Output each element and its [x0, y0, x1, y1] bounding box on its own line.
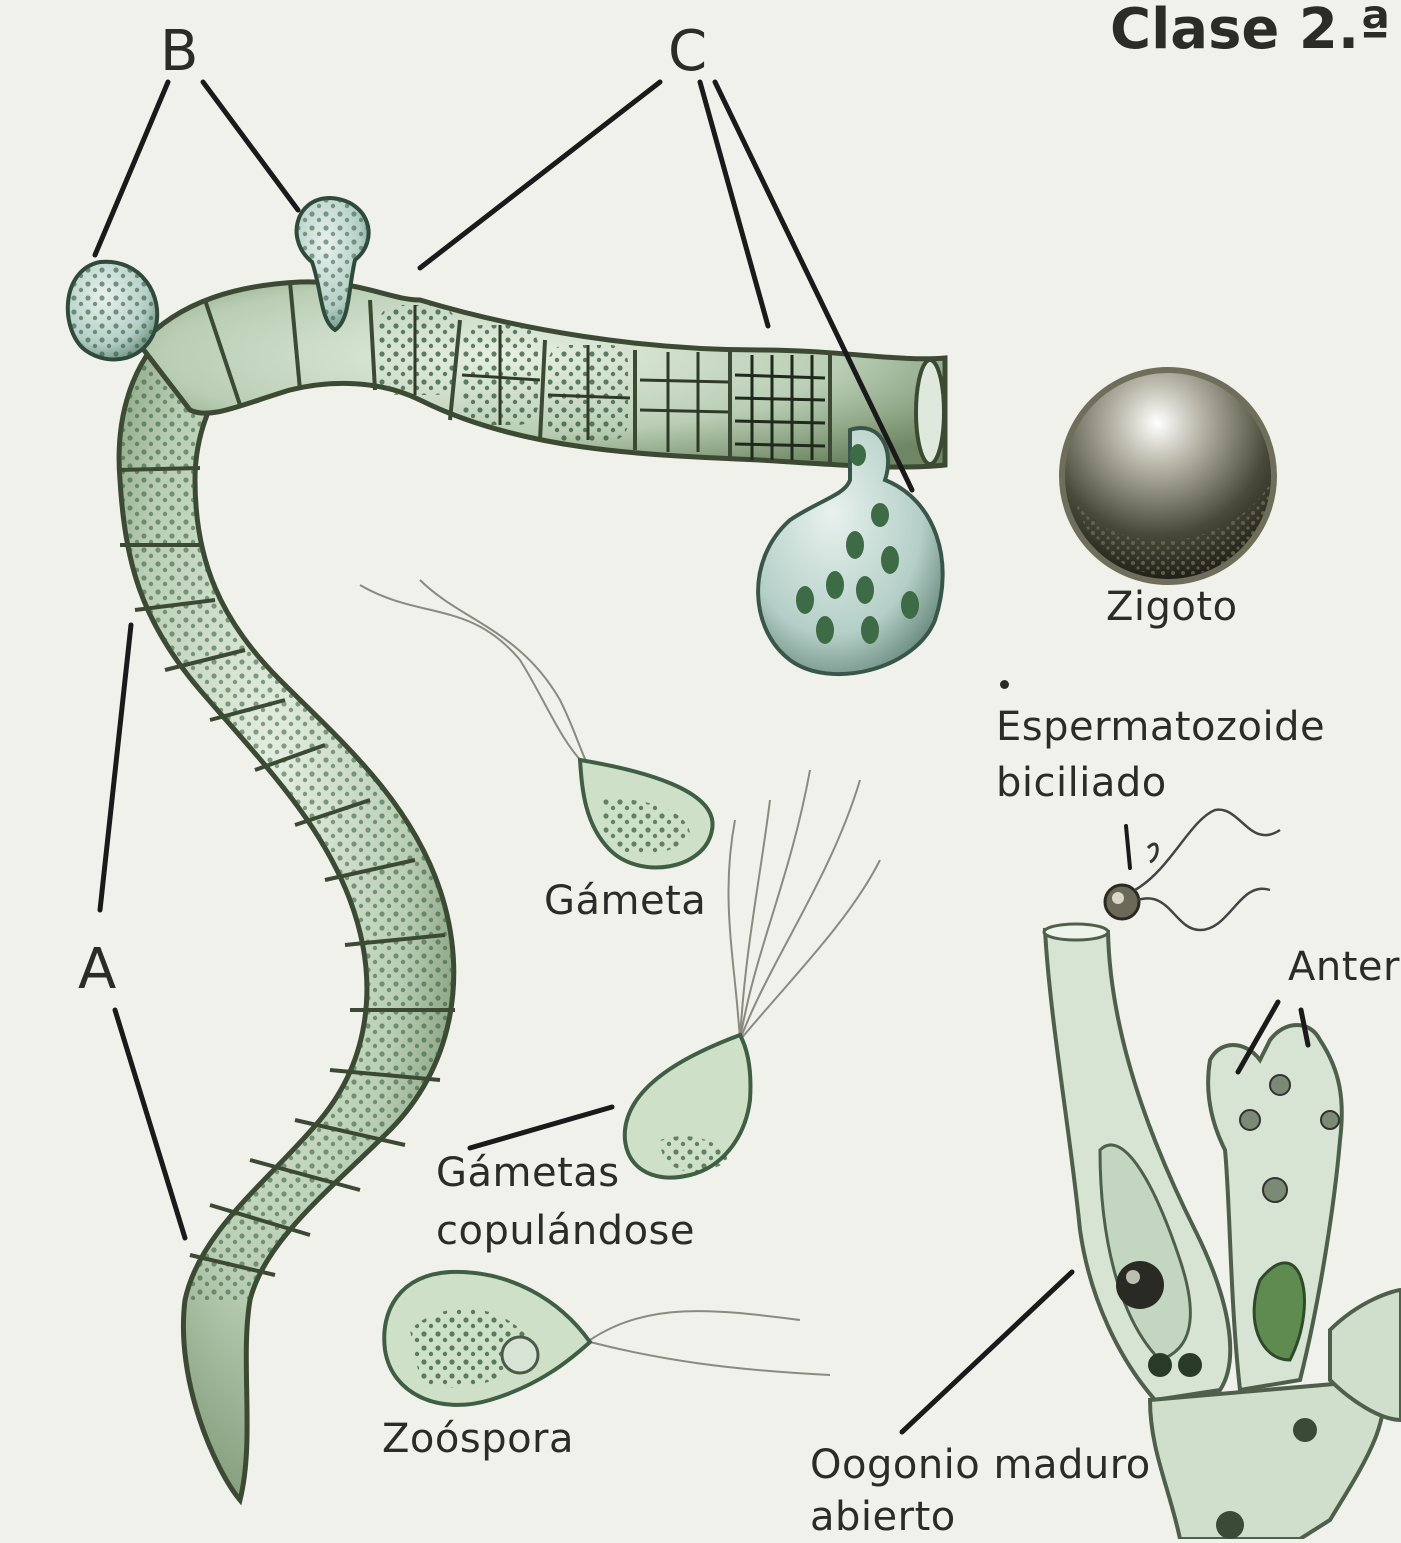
- label-zigoto: Zigoto: [1106, 582, 1238, 632]
- label-zoospora: Zoóspora: [382, 1414, 574, 1464]
- gamete: [360, 580, 713, 867]
- zygote: [1062, 370, 1274, 582]
- label-biciliado: biciliado: [996, 758, 1167, 808]
- label-gametas: Gámetas: [436, 1148, 620, 1198]
- label-abierto: abierto: [810, 1492, 956, 1542]
- label-anteridio: Anterio: [1288, 942, 1401, 992]
- bullet-dot: [1000, 680, 1009, 689]
- spermatozoid: [1105, 810, 1280, 930]
- label-copulandose: copulándose: [436, 1206, 695, 1256]
- bulb-left: [68, 262, 157, 360]
- label-b: B: [160, 24, 198, 80]
- label-c: C: [668, 24, 707, 80]
- label-oogonio: Oogonio maduro: [810, 1440, 1151, 1490]
- label-espermatozoide: Espermatozoide: [996, 702, 1325, 752]
- zoospore: [384, 1272, 830, 1405]
- label-gameta: Gámeta: [544, 876, 706, 926]
- label-a: A: [78, 942, 116, 998]
- page-title: Clase 2.ª U: [1110, 2, 1401, 58]
